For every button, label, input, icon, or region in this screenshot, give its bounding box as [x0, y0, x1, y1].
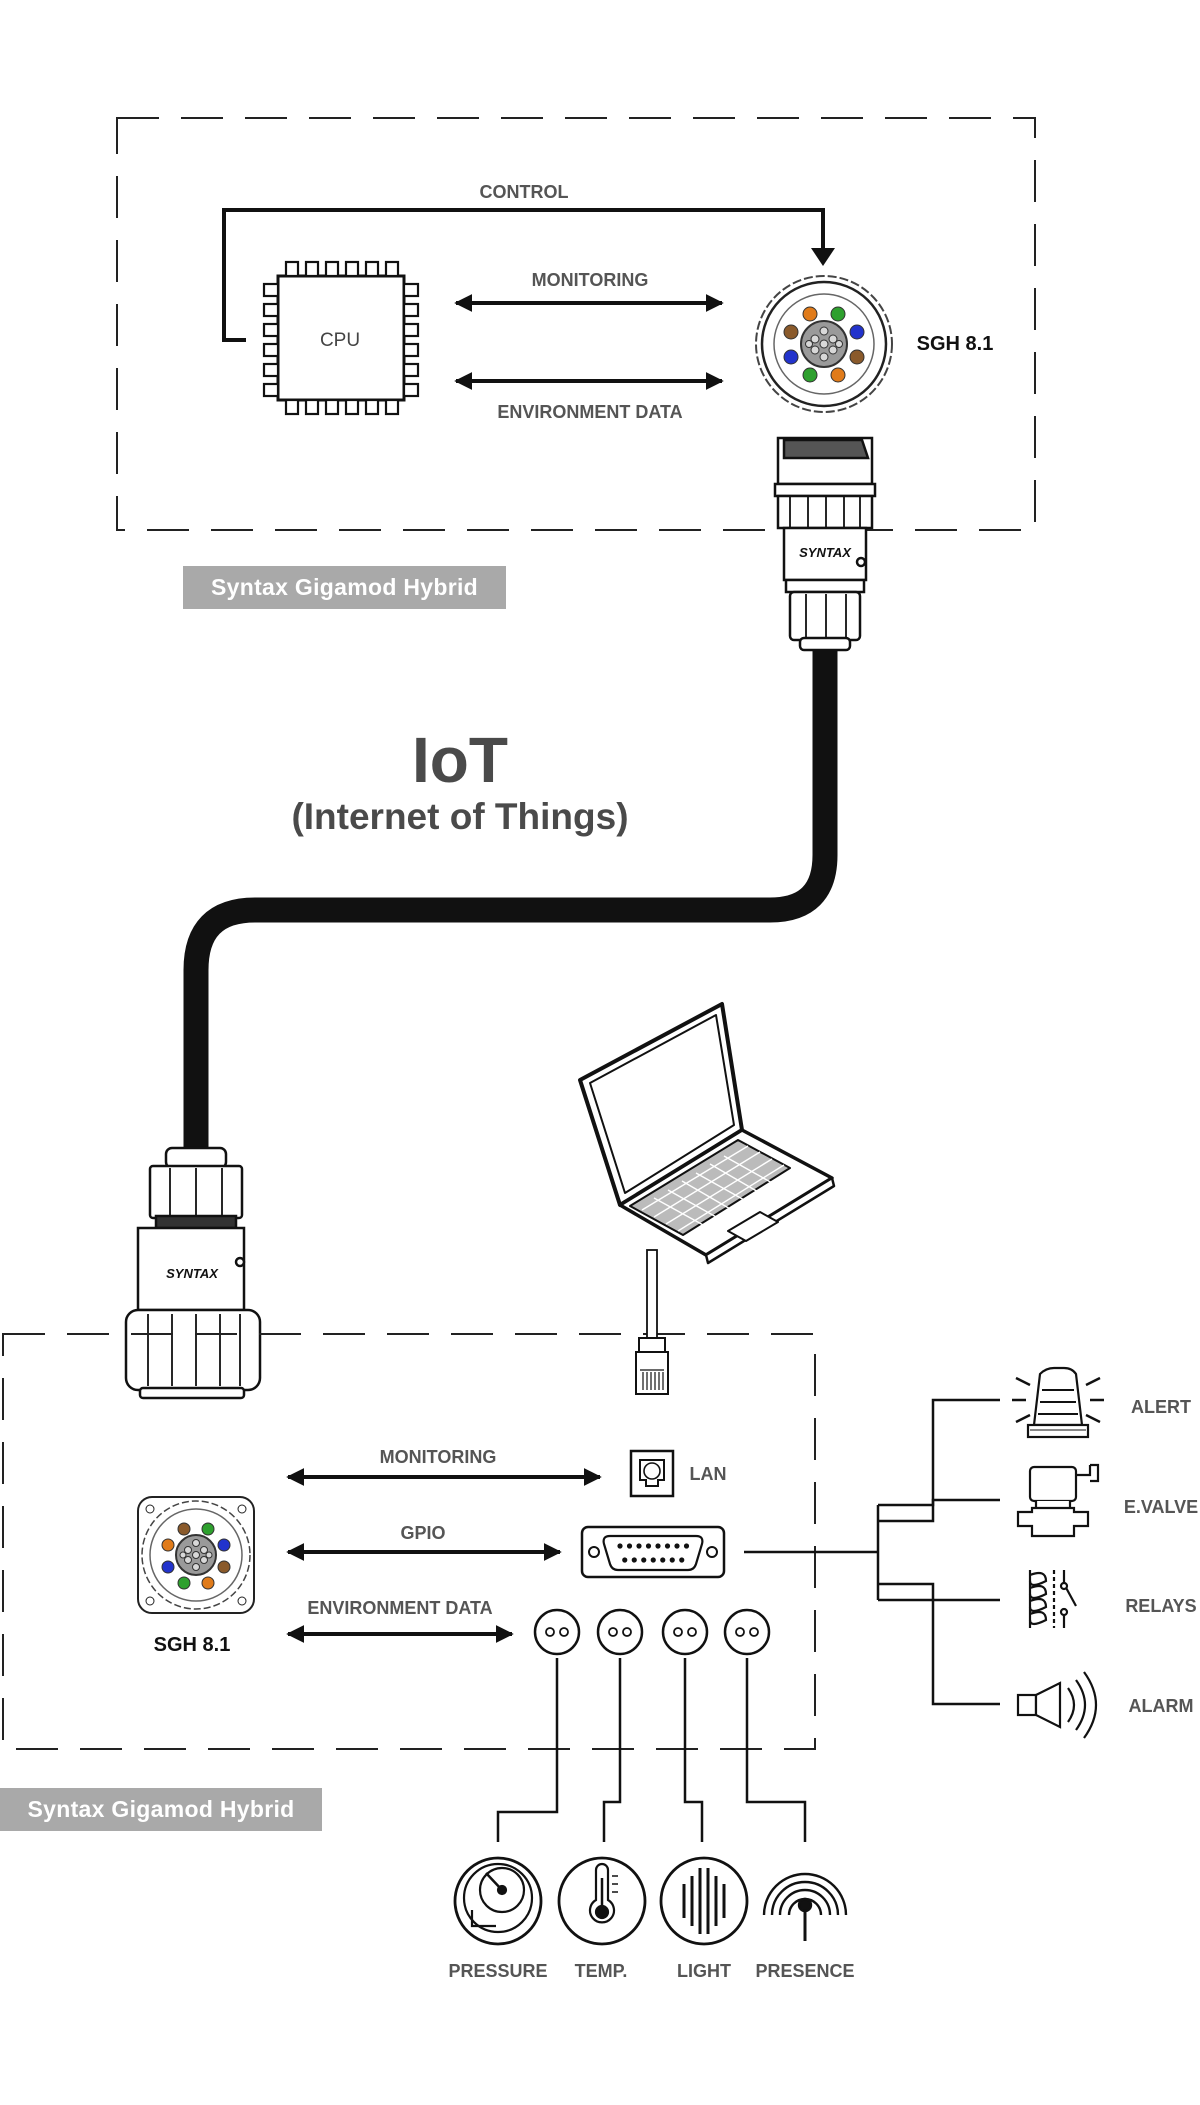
bottom-plug-brand: SYNTAX — [166, 1266, 219, 1281]
sensor-input-jacks — [533, 1608, 771, 1656]
top-syntax-plug-icon: SYNTAX — [773, 436, 877, 652]
sensor-label-light: LIGHT — [677, 1961, 731, 1981]
iot-subtitle: (Internet of Things) — [291, 796, 629, 837]
top-plug-brand: SYNTAX — [799, 545, 852, 560]
output-label-e-valve: E.VALVE — [1124, 1497, 1198, 1517]
relay-icon — [1028, 1570, 1077, 1628]
bottom-monitoring-label: MONITORING — [380, 1447, 497, 1467]
iot-title: IoT — [412, 724, 508, 796]
bottom-environment-label: ENVIRONMENT DATA — [307, 1598, 492, 1618]
bottom-module-badge: Syntax Gigamod Hybrid — [0, 1788, 322, 1831]
gpio-label: GPIO — [400, 1523, 445, 1543]
cpu-chip-icon — [262, 260, 420, 416]
bottom-syntax-plug-icon: SYNTAX — [124, 1146, 262, 1400]
lan-label: LAN — [690, 1464, 727, 1484]
top-connector-label: SGH 8.1 — [917, 333, 994, 355]
ethernet-plug-icon — [635, 1249, 669, 1395]
siren-icon — [1016, 1671, 1097, 1739]
lan-port-icon — [629, 1449, 675, 1498]
output-label-alarm: ALARM — [1129, 1696, 1194, 1716]
pressure-gauge-icon — [453, 1856, 543, 1946]
top-environment-label: ENVIRONMENT DATA — [497, 402, 682, 422]
electro-valve-icon — [1016, 1463, 1100, 1538]
light-sensor-icon — [659, 1856, 749, 1946]
cpu-label: CPU — [320, 330, 360, 351]
top-module-badge: Syntax Gigamod Hybrid — [183, 566, 506, 609]
top-module-box — [116, 117, 1036, 531]
bottom-module-box — [2, 1333, 816, 1750]
presence-sensor-icon — [762, 1872, 848, 1941]
sensor-label-pressure: PRESSURE — [448, 1961, 547, 1981]
sensor-label-presence: PRESENCE — [755, 1961, 854, 1981]
bottom-sgh-connector-icon — [137, 1496, 255, 1614]
laptop-icon — [578, 1002, 836, 1265]
gpio-db-connector-icon — [580, 1525, 726, 1579]
top-sgh-connector-icon — [755, 275, 893, 413]
iot-cable — [183, 650, 838, 1150]
sensor-lines — [496, 1658, 807, 1842]
alert-light-icon — [1012, 1366, 1104, 1439]
output-bus-lines — [744, 1398, 1000, 1706]
top-monitoring-label: MONITORING — [532, 270, 649, 290]
output-label-alert: ALERT — [1131, 1397, 1191, 1417]
bottom-connector-label: SGH 8.1 — [154, 1634, 231, 1656]
control-arrow — [222, 208, 825, 342]
sensor-label-temp: TEMP. — [575, 1961, 628, 1981]
control-label: CONTROL — [480, 182, 569, 202]
thermometer-icon — [557, 1856, 647, 1946]
output-label-relays: RELAYS — [1125, 1596, 1196, 1616]
